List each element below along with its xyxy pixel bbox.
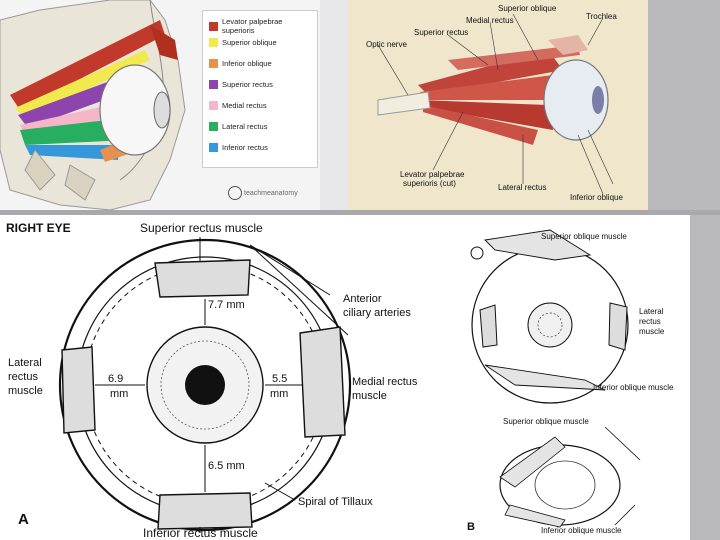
label-superior-rectus: Superior rectus bbox=[414, 28, 469, 37]
label-superior-rectus-muscle: Superior rectus muscle bbox=[140, 221, 263, 235]
legend-item: Medial rectus bbox=[209, 101, 267, 110]
label-dist-top: 7.7 mm bbox=[208, 299, 245, 311]
label-b-lateral-2: rectus bbox=[639, 317, 661, 326]
label-dist-right-value: 5.5 bbox=[272, 373, 288, 385]
legend-label: Superior oblique bbox=[222, 38, 277, 47]
label-lateral-2: rectus bbox=[8, 371, 38, 383]
label-superior-oblique: Superior oblique bbox=[498, 4, 557, 13]
label-b-lateral-3: muscle bbox=[639, 327, 665, 336]
legend-swatch bbox=[209, 59, 218, 68]
legend-label: Lateral rectus bbox=[222, 122, 268, 131]
legend-label: Levator palpebrae superioris bbox=[222, 17, 283, 35]
label-medial-1: Medial rectus bbox=[352, 376, 418, 388]
label-dist-left-unit: mm bbox=[110, 388, 129, 400]
label-inferior-oblique: Inferior oblique bbox=[570, 193, 623, 202]
right-eye-diagram-a: RIGHT EYE A Superior rectus muscle Anter… bbox=[0, 215, 455, 540]
legend-item: Superior rectus bbox=[209, 80, 273, 89]
legend-label: Medial rectus bbox=[222, 101, 267, 110]
oblique-muscles-drawing bbox=[470, 229, 641, 528]
label-letter-b: B bbox=[467, 521, 475, 533]
muscle-diagram-anatomical: Superior oblique Medial rectus Trochlea … bbox=[348, 0, 648, 210]
eye-muscles-illustration bbox=[348, 0, 648, 210]
label-ciliary-arteries: ciliary arteries bbox=[343, 307, 411, 319]
divider-strip bbox=[0, 210, 720, 215]
top-left-gap bbox=[320, 0, 348, 210]
label-dist-bottom: 6.5 mm bbox=[208, 460, 245, 472]
label-b-inferior-oblique-top: Inferior oblique muscle bbox=[593, 383, 674, 392]
label-b-superior-oblique-top: Superior oblique muscle bbox=[541, 232, 627, 241]
label-lateral-3: muscle bbox=[8, 385, 43, 397]
label-lateral-1: Lateral bbox=[8, 357, 42, 369]
legend-label: Inferior rectus bbox=[222, 143, 268, 152]
legend-label: Superior rectus bbox=[222, 80, 273, 89]
legend-swatch bbox=[209, 101, 218, 110]
legend-item: Inferior rectus bbox=[209, 143, 268, 152]
legend-swatch bbox=[209, 122, 218, 131]
label-optic-nerve: Optic nerve bbox=[366, 40, 407, 49]
label-dist-right-unit: mm bbox=[270, 388, 289, 400]
label-levator-2: superioris (cut) bbox=[403, 179, 456, 188]
label-dist-left-value: 6.9 bbox=[108, 373, 124, 385]
label-lateral-rectus: Lateral rectus bbox=[498, 183, 547, 192]
watermark-text: teachmeanatomy bbox=[244, 190, 298, 197]
legend-item: Levator palpebrae superioris bbox=[209, 17, 317, 35]
legend-swatch bbox=[209, 38, 218, 47]
label-b-inferior-oblique-bottom: Inferior oblique muscle bbox=[541, 526, 622, 535]
legend-swatch bbox=[209, 80, 218, 89]
label-right-eye: RIGHT EYE bbox=[6, 221, 71, 235]
label-b-superior-oblique-bottom: Superior oblique muscle bbox=[503, 417, 589, 426]
legend-swatch bbox=[209, 143, 218, 152]
legend-item: Lateral rectus bbox=[209, 122, 267, 131]
right-dark-band bbox=[648, 0, 720, 215]
legend-item: Superior oblique bbox=[209, 38, 277, 47]
label-medial-rectus: Medial rectus bbox=[466, 16, 514, 25]
label-inferior-rectus-muscle: Inferior rectus muscle bbox=[143, 526, 258, 540]
legend-swatch bbox=[209, 21, 218, 31]
legend-label: Inferior oblique bbox=[222, 59, 272, 68]
label-letter-a: A bbox=[18, 511, 29, 528]
label-levator-1: Levator palpebrae bbox=[400, 170, 465, 179]
label-trochlea: Trochlea bbox=[586, 12, 617, 21]
legend-item: Inferior oblique bbox=[209, 59, 272, 68]
label-anterior: Anterior bbox=[343, 293, 382, 305]
label-b-lateral-1: Lateral bbox=[639, 307, 664, 316]
eye-diagram-b: Superior oblique muscle Lateral rectus m… bbox=[455, 215, 690, 540]
orbit-muscles-illustration bbox=[0, 0, 186, 210]
watermark-logo bbox=[228, 186, 242, 200]
right-eye-line-drawing bbox=[58, 237, 352, 533]
bottom-right-dark-band bbox=[690, 215, 720, 540]
label-spiral-of-tillaux: Spiral of Tillaux bbox=[298, 496, 373, 508]
label-medial-2: muscle bbox=[352, 390, 387, 402]
